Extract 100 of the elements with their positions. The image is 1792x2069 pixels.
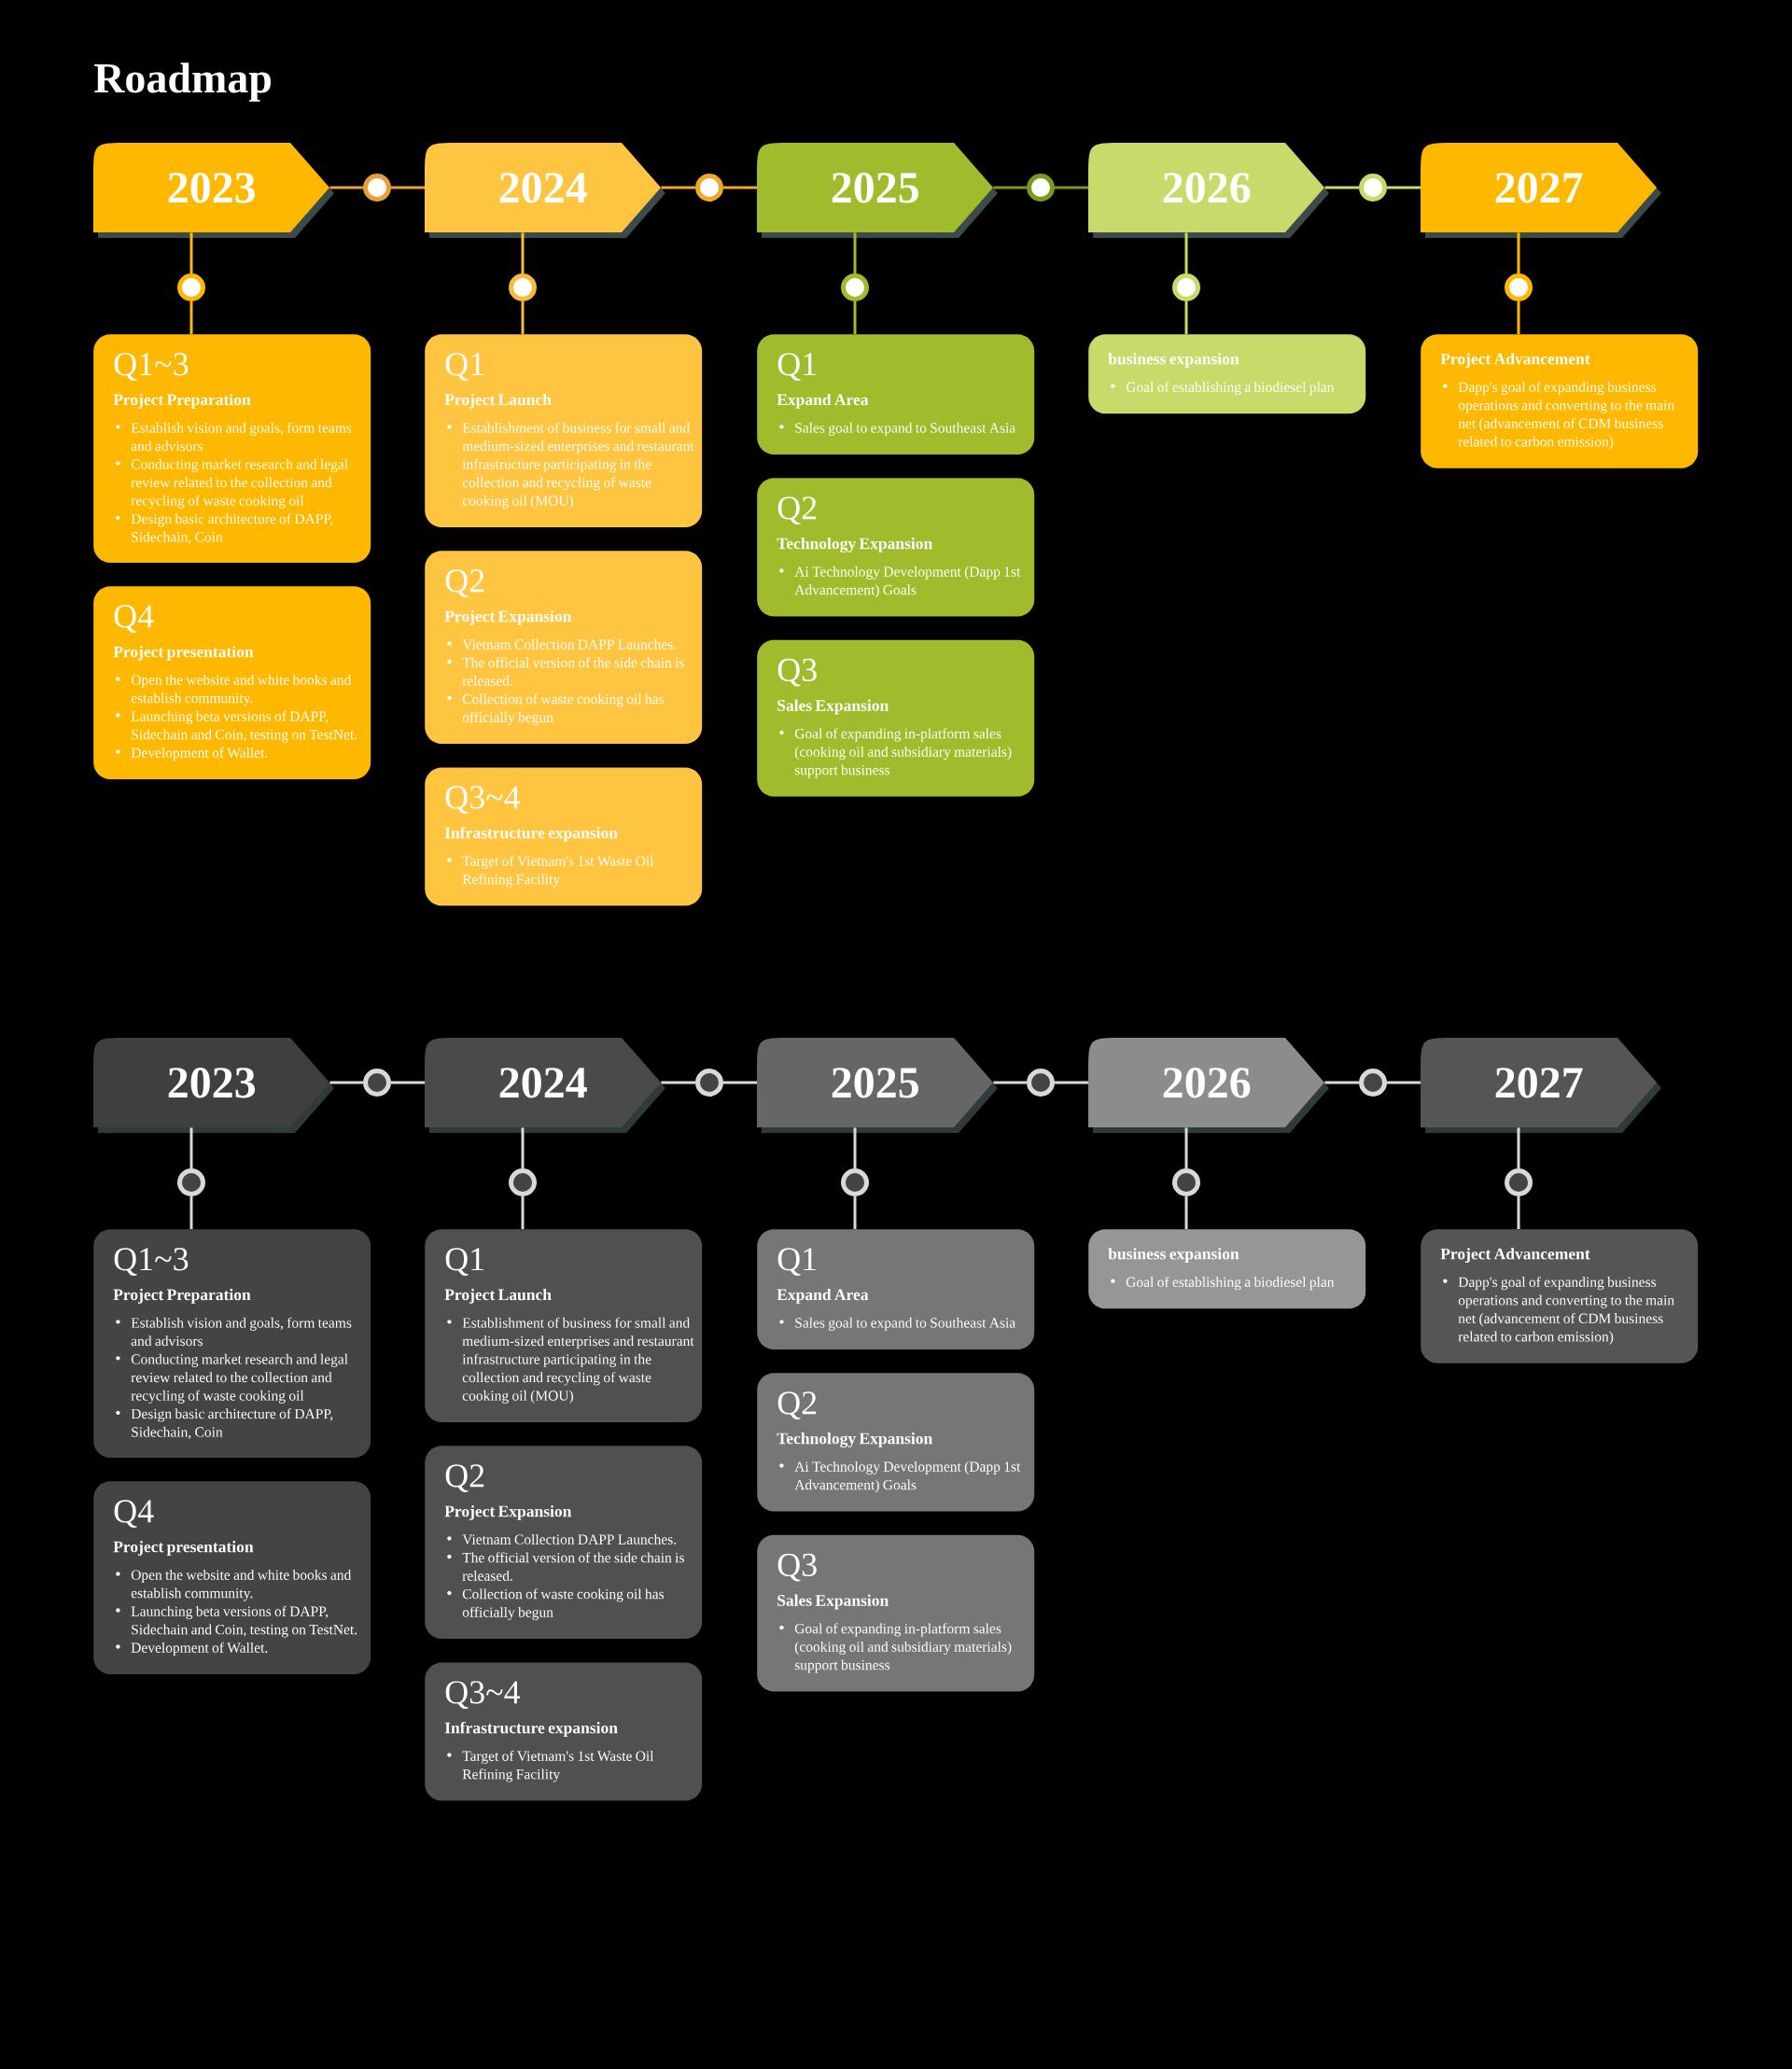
connector-line <box>189 1196 193 1229</box>
bullet-item: Collection of waste cooking oil has officially begun <box>447 693 665 725</box>
card-heading: business expansion <box>1108 1248 1239 1264</box>
year-banner: 2026 <box>1088 1038 1329 1133</box>
bullet-item: The official version of the side chain is released. <box>447 1552 684 1581</box>
timeline-dot <box>841 273 869 301</box>
timeline-dot <box>509 273 537 301</box>
milestone-card <box>757 478 1035 617</box>
quarter-label: Q4 <box>114 1500 154 1528</box>
bullet-item: Sales goal to expand to Southeast Asia <box>779 422 1015 436</box>
connector-line <box>993 186 1027 189</box>
connector-line <box>723 186 757 189</box>
bullet-item: Launching beta versions of DAPP, Sidechain and Coin, testing on TestNet. <box>116 710 357 743</box>
connector-line <box>521 1127 525 1168</box>
connector-line <box>853 1127 857 1168</box>
year-banner: 2026 <box>1088 143 1329 238</box>
card-heading: Sales Expansion <box>777 1594 889 1610</box>
card-heading: business expansion <box>1108 353 1239 369</box>
year-banner: 2023 <box>93 143 334 238</box>
bullet-item: Establish vision and goals, form teams and advisors <box>116 422 352 452</box>
bullet-item: Ai Technology Development (Dapp 1st Advancement) Goals <box>779 1461 1021 1493</box>
milestone-card <box>757 1373 1035 1512</box>
connector-line <box>853 232 857 273</box>
bullet-item: Open the website and white books and establish community. <box>116 674 352 706</box>
connector-line <box>329 186 363 189</box>
bullet-item: Development of Wallet. <box>116 1642 268 1656</box>
bullet-item: Launching beta versions of DAPP, Sidechain and Coin, testing on TestNet. <box>116 1605 357 1638</box>
bullet-item: Establish vision and goals, form teams and advisors <box>116 1317 352 1347</box>
connector-line <box>521 232 525 273</box>
connector-line <box>993 1081 1027 1084</box>
timeline-dot <box>1359 1069 1387 1097</box>
milestone-card <box>757 639 1035 797</box>
milestone-card <box>425 334 703 527</box>
connector-line <box>853 301 857 334</box>
bullet-item: The official version of the side chain is released. <box>447 657 684 686</box>
card-heading: Project presentation <box>113 646 254 661</box>
card-heading: Project Launch <box>444 393 552 409</box>
year-banner: 2024 <box>425 143 665 238</box>
connector-line <box>1055 186 1088 189</box>
card-heading: Project Launch <box>444 1288 552 1304</box>
connector-line <box>1184 301 1188 334</box>
card-heading: Expand Area <box>777 1288 869 1304</box>
milestone-card <box>425 1446 703 1639</box>
milestone-card <box>425 767 703 906</box>
year-banner: 2024 <box>425 1038 665 1133</box>
connector-line <box>1387 1081 1421 1084</box>
bullet-item: Ai Technology Development (Dapp 1st Advancement) Goals <box>779 566 1021 598</box>
connector-line <box>661 1081 695 1084</box>
connector-line <box>723 1081 757 1084</box>
quarter-label: Q2 <box>445 569 484 597</box>
timeline-dot <box>1505 1168 1533 1196</box>
year-banner: 2025 <box>757 143 998 238</box>
milestone-card <box>425 551 703 744</box>
bullet-item: Sales goal to expand to Southeast Asia <box>779 1317 1015 1331</box>
card-heading: Project Expansion <box>444 610 572 625</box>
quarter-label: Q3~4 <box>445 786 521 815</box>
card-heading: Infrastructure expansion <box>444 1721 618 1737</box>
quarter-label: Q4 <box>114 605 154 633</box>
connector-line <box>391 186 425 189</box>
quarter-label: Q1 <box>777 353 817 381</box>
connector-line <box>1324 186 1359 189</box>
timeline-dot <box>695 1069 723 1097</box>
bullet-item: Target of Vietnam's 1st Waste Oil Refining Facility <box>447 855 654 888</box>
timeline-dot <box>177 1168 205 1196</box>
milestone-card <box>425 1662 703 1801</box>
bullet-item: Design basic architecture of DAPP, Sidechain, Coin <box>116 1408 333 1439</box>
bullet-item: Target of Vietnam's 1st Waste Oil Refining Facility <box>447 1750 654 1782</box>
quarter-label: Q3 <box>777 658 817 687</box>
card-heading: Infrastructure expansion <box>444 826 618 842</box>
connector-line <box>1184 1196 1188 1229</box>
quarter-label: Q1 <box>445 1248 484 1276</box>
timeline-dot <box>1027 174 1055 202</box>
connector-line <box>1517 1127 1520 1168</box>
bullet-item: Vietnam Collection DAPP Launches. <box>447 1533 677 1545</box>
bullet-item: Collection of waste cooking oil has officially begun <box>447 1588 665 1620</box>
timeline-dot <box>1172 273 1200 301</box>
bullet-item: Establishment of business for small and medium-sized enterprises and restaurant infrastructure participating in the collection and recycling of waste cooking oil (MOU) <box>447 422 694 509</box>
quarter-label: Q1~3 <box>114 1248 189 1276</box>
card-heading: Project Preparation <box>113 393 251 409</box>
card-heading: Project Preparation <box>113 1288 251 1304</box>
connector-line <box>521 301 525 334</box>
bullet-item: Conducting market research and legal review related to the collection and recycling of waste cooking oil <box>116 458 348 509</box>
bullet-item: Development of Wallet. <box>116 747 268 761</box>
milestone-card <box>1088 1229 1366 1309</box>
quarter-label: Q1 <box>445 353 484 381</box>
connector-line <box>329 1081 363 1084</box>
bullet-item: Goal of expanding in-platform sales (cooking oil and subsidiary materials) support business <box>779 728 1012 778</box>
connector-line <box>1517 1196 1520 1229</box>
connector-line <box>189 232 193 273</box>
quarter-label: Q3~4 <box>445 1681 521 1710</box>
milestone-card <box>1421 334 1699 468</box>
milestone-card <box>93 1229 371 1458</box>
timeline-dot <box>1172 1168 1200 1196</box>
bullet-item: Establishment of business for small and medium-sized enterprises and restaurant infrastructure participating in the collection and recycling of waste cooking oil (MOU) <box>447 1317 694 1404</box>
timeline-dot <box>1505 273 1533 301</box>
quarter-label: Q1~3 <box>114 353 189 381</box>
bullet-item: Open the website and white books and establish community. <box>116 1569 352 1601</box>
connector-line <box>1184 1127 1188 1168</box>
quarter-label: Q2 <box>445 1464 484 1492</box>
bullet-item: Conducting market research and legal review related to the collection and recycling of waste cooking oil <box>116 1353 348 1404</box>
